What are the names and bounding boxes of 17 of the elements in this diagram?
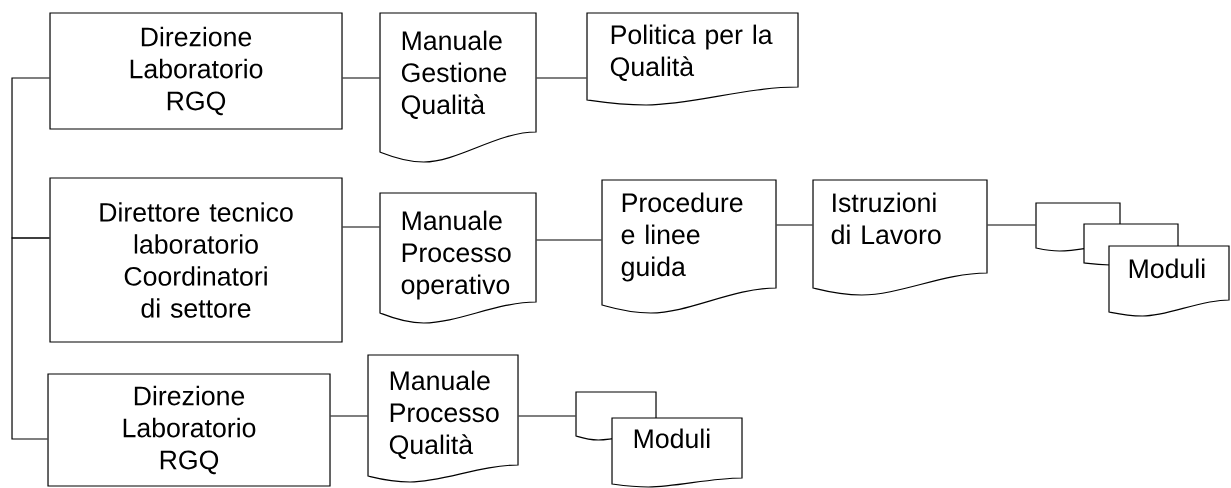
connector-line bbox=[536, 239, 602, 241]
connector-line bbox=[330, 415, 368, 417]
process-box: Direttore tecnico laboratorio Coordinatori di settore bbox=[49, 177, 343, 343]
connector-line bbox=[518, 415, 576, 417]
document-stack: Moduli bbox=[1035, 202, 1230, 317]
process-box: Direzione Laboratorio RGQ bbox=[47, 373, 331, 487]
connector-line bbox=[11, 77, 50, 239]
process-box: Direzione Laboratorio RGQ bbox=[49, 12, 343, 130]
node-label: Moduli bbox=[1129, 258, 1205, 279]
connector-line bbox=[536, 77, 587, 79]
connector-line bbox=[776, 224, 813, 226]
connector-line bbox=[987, 224, 1036, 226]
node-label: Moduli bbox=[634, 428, 710, 449]
document-stack: Moduli bbox=[575, 391, 743, 488]
connector-line bbox=[342, 77, 380, 79]
connector-line bbox=[342, 226, 380, 228]
connector-line bbox=[11, 237, 50, 440]
